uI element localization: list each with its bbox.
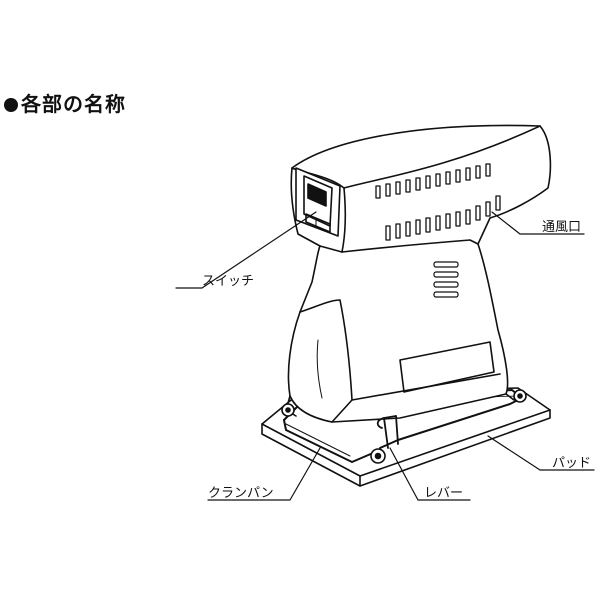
label-pad: パッド (552, 456, 592, 471)
switch-housing (295, 167, 341, 237)
pad-leader-line (487, 435, 595, 471)
sander-body (281, 124, 552, 464)
lever (376, 415, 399, 449)
label-lever: レバー (424, 486, 464, 501)
vent-slots-lower (385, 195, 501, 241)
clamp-leader-line (207, 447, 321, 501)
vent-slots-upper (375, 163, 491, 199)
side-grill (433, 261, 459, 298)
label-vent: 通風口 (542, 220, 582, 235)
bullet-icon (4, 98, 18, 112)
leader-lines (175, 211, 595, 501)
vent-leader-line (491, 211, 585, 235)
section-title: 各部の名称 (4, 88, 126, 117)
section-title-text: 各部の名称 (21, 92, 126, 116)
lever-leader-line (389, 447, 471, 501)
label-switch: スイッチ (202, 274, 255, 289)
switch-leader-line (175, 211, 317, 289)
label-clamp: クランパン (208, 486, 274, 501)
